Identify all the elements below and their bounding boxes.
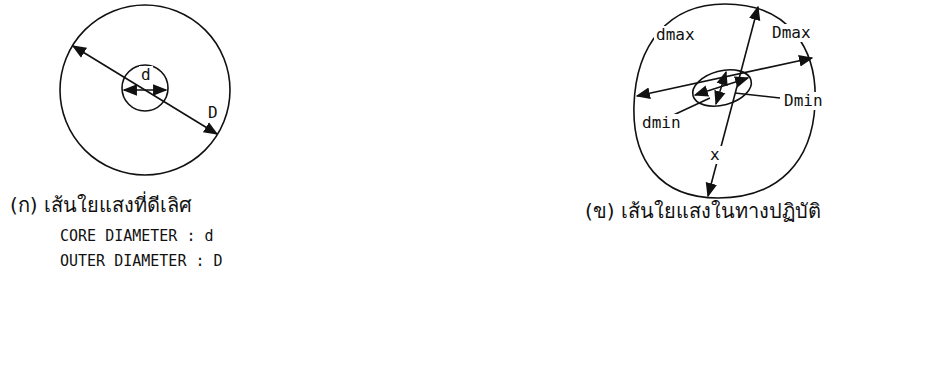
leader-line: [735, 93, 780, 98]
core-circle: [122, 65, 168, 111]
cladding-circle: [60, 5, 230, 175]
dimension-label: x: [708, 146, 722, 164]
outer-diameter-arrow: [73, 46, 217, 134]
dmax-outer-arrow: [708, 7, 758, 196]
core-diameter-arrow: [124, 89, 166, 91]
legend-note: CORE DIAMETER : d: [60, 228, 214, 245]
outer-diameter-label: D: [206, 104, 220, 122]
core-ellipse: [689, 64, 756, 112]
dimension-label: dmin: [640, 114, 683, 132]
figure-caption: (ข) เส้นใยแสงในทางปฏิบัติ: [585, 200, 821, 222]
dimension-label: Dmax: [770, 24, 813, 42]
core-min-arrow: [716, 72, 726, 104]
dimension-label: Dmin: [782, 92, 825, 110]
figure-caption: (ก) เส้นใยแสงที่ดีเลิศ: [10, 194, 192, 216]
dimension-label: dmax: [654, 26, 697, 44]
legend-note: OUTER DIAMETER : D: [60, 253, 223, 270]
core-diameter-label: d: [139, 66, 153, 84]
